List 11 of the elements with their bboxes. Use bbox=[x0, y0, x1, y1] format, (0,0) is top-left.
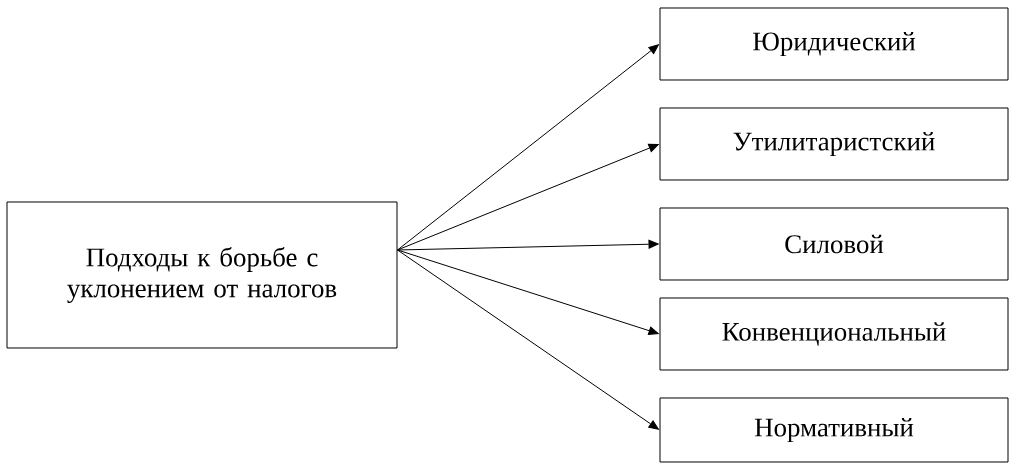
box: Нормативный bbox=[659, 397, 1009, 463]
box: Юридический bbox=[659, 7, 1009, 81]
arrow bbox=[397, 249, 659, 430]
arrow bbox=[397, 239, 659, 251]
arrow bbox=[397, 249, 659, 335]
box: Подходы к борьбе с уклонением от налогов bbox=[6, 201, 398, 349]
box: Утилитаристский bbox=[659, 107, 1009, 181]
box: Силовой bbox=[659, 207, 1009, 281]
arrow bbox=[397, 143, 659, 251]
box: Конвенциональный bbox=[659, 297, 1009, 371]
arrow bbox=[397, 44, 659, 251]
